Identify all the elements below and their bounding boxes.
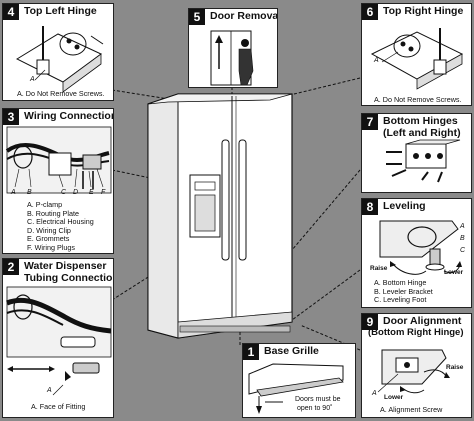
callout-e: E bbox=[89, 189, 94, 196]
leader-line-4 bbox=[111, 89, 176, 101]
panel-title-line2: (Bottom Right Hinge) bbox=[368, 327, 464, 338]
legend-item: A. Bottom Hinge bbox=[374, 278, 427, 287]
legend-item: C. Leveling Foot bbox=[374, 295, 427, 304]
raise-label: Raise bbox=[446, 364, 464, 371]
step-number-badge: 8 bbox=[362, 199, 378, 215]
lower-label: Lower bbox=[384, 394, 404, 401]
legend-item: C. Electrical Housing bbox=[27, 217, 94, 226]
panel-water-dispenser: 2 Water Dispenser Tubing Connection A A.… bbox=[2, 258, 114, 418]
panel-title-line1: Water Dispenser bbox=[24, 260, 107, 272]
panel-wiring-connection: 3 Wiring Connection A B C D E F A. P-cla… bbox=[2, 108, 114, 254]
note-line1: Doors must be bbox=[295, 396, 341, 403]
callout-c: C bbox=[61, 189, 67, 196]
legend-item: E. Grommets bbox=[27, 234, 70, 243]
panel-title: Wiring Connection bbox=[24, 110, 114, 122]
bottom-hinge-illustration bbox=[386, 139, 461, 183]
legend-item: B. Leveler Bracket bbox=[374, 286, 433, 296]
hinge-illustration bbox=[370, 28, 464, 90]
callout-a: A bbox=[30, 76, 35, 83]
callout-b: B bbox=[460, 235, 465, 242]
step-number-badge: 4 bbox=[3, 4, 19, 20]
callout-a: A bbox=[372, 390, 377, 397]
leader-line-6 bbox=[289, 77, 361, 96]
panel-base-grille: 1 Base Grille Doors must be open to 90˚ bbox=[242, 343, 356, 418]
base-grille-illustration bbox=[248, 363, 344, 414]
panel-title: Base Grille bbox=[264, 345, 319, 357]
callout-d: D bbox=[73, 189, 79, 196]
note-line2: open to 90˚ bbox=[297, 405, 333, 412]
lower-label: Lower bbox=[444, 269, 464, 276]
panel-top-left-hinge: 4 Top Left Hinge A A. Do Not Remove Scre… bbox=[2, 3, 114, 101]
hinge-illustration bbox=[15, 26, 104, 93]
panel-caption: A. Do Not Remove Screws. bbox=[17, 89, 105, 98]
step-number-badge: 9 bbox=[362, 314, 378, 330]
panel-title-line1: Bottom Hinges bbox=[383, 115, 458, 127]
panel-door-alignment: 9 Door Alignment (Bottom Right Hinge) A … bbox=[361, 313, 472, 418]
panel-title-line1: Door Alignment bbox=[383, 315, 462, 327]
callout-a: A bbox=[47, 387, 52, 394]
step-number-badge: 2 bbox=[3, 259, 19, 275]
tubing-illustration bbox=[6, 286, 112, 396]
legend-item: B. Routing Plate bbox=[27, 208, 79, 218]
step-number-badge: 3 bbox=[3, 109, 19, 125]
panel-title: Door Removal bbox=[210, 10, 278, 22]
panel-top-right-hinge: 6 Top Right Hinge A A. Do Not Remove Scr… bbox=[361, 3, 472, 106]
panel-title: Top Left Hinge bbox=[24, 5, 97, 17]
refrigerator bbox=[147, 93, 293, 339]
panel-caption: A. Alignment Screw bbox=[380, 405, 443, 414]
leader-line-8 bbox=[291, 269, 361, 321]
panel-leveling: 8 Leveling A B C Raise Lower A. Bottom H… bbox=[361, 198, 472, 308]
callout-a: A bbox=[11, 189, 16, 196]
legend-item: A. P-clamp bbox=[27, 200, 63, 209]
callout-f: F bbox=[101, 189, 106, 196]
step-number-badge: 1 bbox=[243, 344, 259, 360]
callout-c: C bbox=[460, 247, 466, 254]
panel-title-line2: (Left and Right) bbox=[383, 127, 461, 139]
door-alignment-illustration bbox=[377, 349, 450, 394]
panel-title: Top Right Hinge bbox=[383, 5, 464, 17]
wiring-illustration bbox=[5, 126, 112, 194]
step-number-badge: 6 bbox=[362, 4, 378, 20]
leader-line-7 bbox=[291, 169, 361, 251]
panel-title-line2: Tubing Connection bbox=[24, 272, 114, 284]
callout-b: B bbox=[27, 189, 32, 196]
callout-a: A bbox=[374, 57, 379, 64]
callout-a: A bbox=[460, 223, 465, 230]
step-number-badge: 5 bbox=[189, 9, 205, 25]
legend-item: F. Wiring Plugs bbox=[27, 242, 75, 252]
panel-bottom-hinges: 7 Bottom Hinges (Left and Right) bbox=[361, 113, 472, 193]
panel-title: Leveling bbox=[383, 200, 426, 212]
panel-door-removal: 5 Door Removal bbox=[188, 8, 278, 88]
leveling-illustration bbox=[379, 220, 462, 275]
door-removal-illustration bbox=[210, 30, 254, 86]
legend-item: D. Wiring Clip bbox=[27, 225, 71, 235]
panel-caption: A. Do Not Remove Screws. bbox=[374, 95, 462, 104]
panel-caption: A. Face of Fitting bbox=[31, 402, 86, 411]
raise-label: Raise bbox=[370, 265, 388, 272]
step-number-badge: 7 bbox=[362, 114, 378, 130]
